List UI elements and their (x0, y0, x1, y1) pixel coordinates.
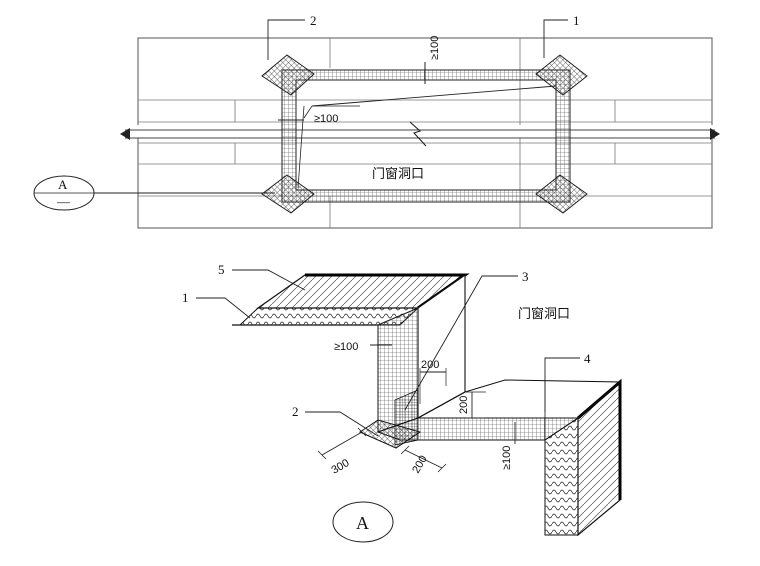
corner-reinforcement-bl (261, 174, 315, 214)
corner-patch (358, 419, 422, 449)
callout-1-label: 1 (573, 13, 580, 28)
dim-side-min: ≥100 (314, 113, 338, 125)
corner-reinforcement-tl (261, 54, 315, 96)
callout-leader-2 (267, 19, 305, 60)
diagonal-line (311, 85, 557, 107)
dim-200-bottom: 200 (410, 454, 430, 476)
section-ref-letter: A (58, 177, 68, 192)
break-symbol (409, 121, 427, 147)
dim-line-200-bottom (404, 449, 443, 469)
detail-callout-3: 3 (522, 269, 529, 284)
callout-leader-1 (543, 19, 568, 58)
dim-300: 300 (330, 457, 352, 477)
detail-title-bubble (332, 501, 394, 543)
dim-100-left: ≥100 (334, 341, 358, 353)
corner-reinforcement-br (535, 174, 588, 214)
dim-200-top: 200 (421, 359, 439, 371)
dim-200-vert: 200 (458, 396, 470, 414)
dim-line-300 (321, 431, 363, 456)
opening-label: 门窗洞口 (372, 166, 424, 182)
detail-callout-4: 4 (584, 351, 591, 366)
plan-view: 2 1 ≥100 ≥100 门窗洞口 A — (33, 13, 725, 229)
detail-callout-leader-5 (232, 269, 306, 291)
detail-callout-5: 5 (218, 262, 225, 277)
right-wall-board (577, 380, 621, 537)
dim-100-right: ≥100 (501, 446, 513, 470)
detail-callout-2: 2 (292, 404, 299, 419)
detail-callout-leader-2 (305, 411, 379, 437)
section-ref-sheet: — (56, 194, 71, 209)
detail-title: A (356, 513, 369, 533)
detail-callout-1: 1 (182, 290, 189, 305)
right-insulation (544, 417, 579, 536)
detail-opening-label: 门窗洞口 (518, 306, 570, 322)
detail-view: 5 1 3 4 2 门窗洞口 ≥100 200 200 ≥100 300 (182, 262, 622, 543)
detail-callout-leader-4 (544, 357, 580, 412)
callout-2-label: 2 (310, 13, 317, 28)
detail-callout-leader-1 (196, 297, 251, 319)
dim-top-min: ≥100 (429, 36, 441, 60)
detail-callout-leader-3 (404, 275, 518, 411)
corner-reinforcement-tr (535, 54, 588, 96)
